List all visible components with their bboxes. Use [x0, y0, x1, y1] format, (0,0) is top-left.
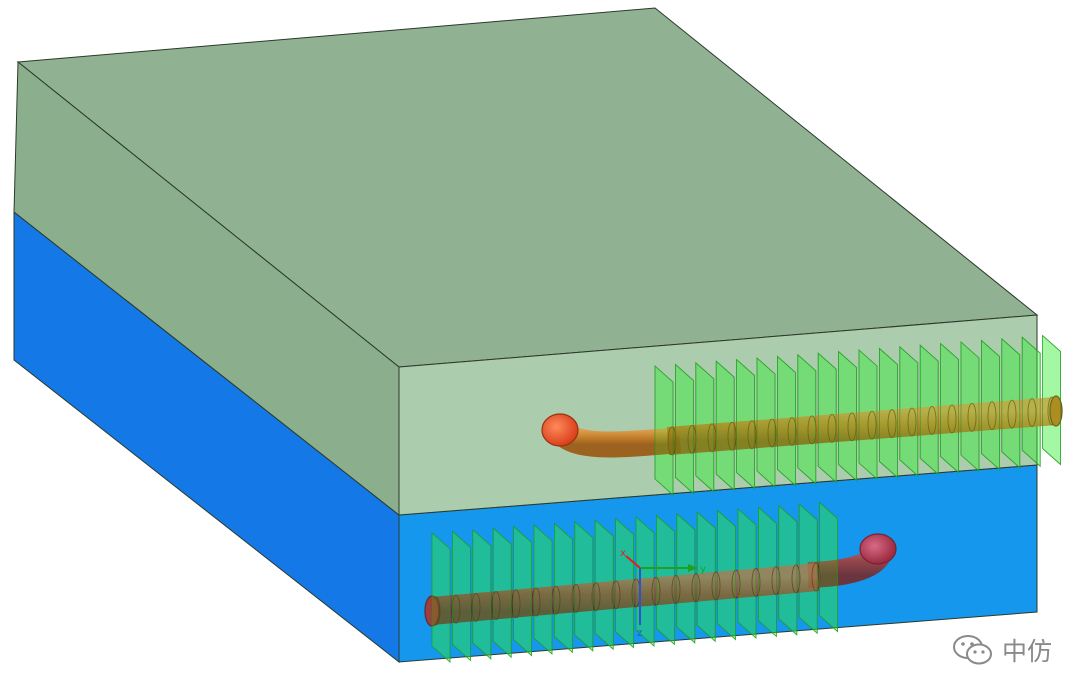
pipe-ring — [711, 571, 721, 601]
axis-y-label: y — [700, 564, 706, 575]
fin-front-1 — [654, 365, 674, 496]
fin-front-8 — [574, 520, 594, 652]
pipe-ring — [887, 409, 897, 439]
coordinate-axis-triad: x y z — [620, 548, 706, 639]
fin-front-3 — [695, 361, 715, 493]
axis-x-line — [625, 555, 641, 569]
axis-z-label: z — [637, 628, 642, 639]
lower-heat-pipe-cap — [859, 533, 897, 565]
fin-front-17 — [981, 339, 1000, 471]
pipe-ring — [671, 575, 681, 604]
fin-front-18 — [1001, 337, 1021, 469]
pipe-ring — [511, 589, 521, 619]
fin-front-19 — [798, 503, 818, 635]
watermark-text: 中仿 — [1002, 637, 1053, 666]
fin-front-4 — [492, 527, 512, 659]
fin-front-5 — [736, 358, 755, 490]
fin-front-20 — [1042, 334, 1061, 466]
pipe-ring — [787, 417, 797, 446]
pipe-ring — [667, 426, 677, 456]
fin-front-12 — [656, 514, 675, 646]
pipe-ring — [767, 418, 777, 448]
axis-x-label: x — [620, 548, 626, 559]
fin-front-9 — [594, 519, 614, 651]
fin-front-16 — [960, 341, 980, 472]
fin-front-15 — [940, 342, 959, 474]
fin-front-14 — [696, 511, 716, 643]
fin-front-5 — [513, 525, 532, 657]
fin-front-2 — [675, 363, 694, 495]
pipe-ring — [591, 582, 601, 612]
fin-front-4 — [715, 360, 735, 492]
pipe-ring — [727, 421, 737, 451]
wechat-icon — [953, 635, 992, 665]
pipe-ring — [1027, 398, 1037, 428]
upper-heat-pipe-end — [1049, 395, 1063, 427]
fin-front-13 — [676, 512, 696, 644]
fin-front-8 — [797, 353, 817, 485]
pipe-ring — [867, 410, 877, 440]
fin-front-1 — [431, 532, 451, 663]
fin-front-3 — [472, 528, 492, 660]
fin-front-19 — [1021, 336, 1041, 468]
fin-front-17 — [758, 506, 777, 638]
pipe-ring — [491, 591, 501, 621]
pipe-ring — [747, 420, 757, 450]
upper-block-front-face — [398, 314, 1038, 516]
pipe-ring — [967, 402, 977, 432]
pipe-ring — [847, 412, 857, 442]
pipe-ring — [1007, 399, 1017, 429]
fin-front-9 — [817, 352, 837, 484]
fin-front-12 — [879, 347, 898, 479]
fin-front-18 — [778, 504, 798, 636]
pipe-ring — [987, 401, 997, 431]
pipe-ring — [947, 404, 957, 434]
pipe-ring — [691, 573, 701, 603]
fin-front-13 — [899, 345, 919, 477]
pipe-ring — [907, 407, 917, 437]
pipe-ring — [927, 406, 937, 435]
fin-front-10 — [615, 517, 634, 649]
fin-front-10 — [838, 350, 857, 482]
lower-heat-pipe-body — [429, 563, 820, 625]
fin-front-16 — [737, 508, 757, 639]
lower-fin-array-front — [431, 501, 838, 663]
fin-front-6 — [756, 357, 776, 488]
upper-fin-array-front — [654, 334, 1061, 496]
upper-heat-pipe-cap — [541, 413, 579, 447]
axis-y-arrow — [688, 564, 698, 572]
fin-front-20 — [819, 501, 838, 633]
fin-front-11 — [858, 349, 878, 480]
fin-front-11 — [635, 516, 655, 647]
fin-front-14 — [919, 344, 939, 476]
fin-front-6 — [533, 524, 553, 655]
fin-front-7 — [777, 355, 796, 487]
fin-front-15 — [717, 509, 736, 641]
watermark: 中仿 — [952, 630, 1052, 670]
upper-heat-pipe-body — [666, 397, 1058, 455]
pipe-ring — [471, 592, 481, 622]
pipe-ring — [791, 564, 801, 594]
fin-front-2 — [451, 530, 471, 662]
upper-block — [13, 7, 1039, 517]
fin-front-7 — [554, 522, 573, 654]
